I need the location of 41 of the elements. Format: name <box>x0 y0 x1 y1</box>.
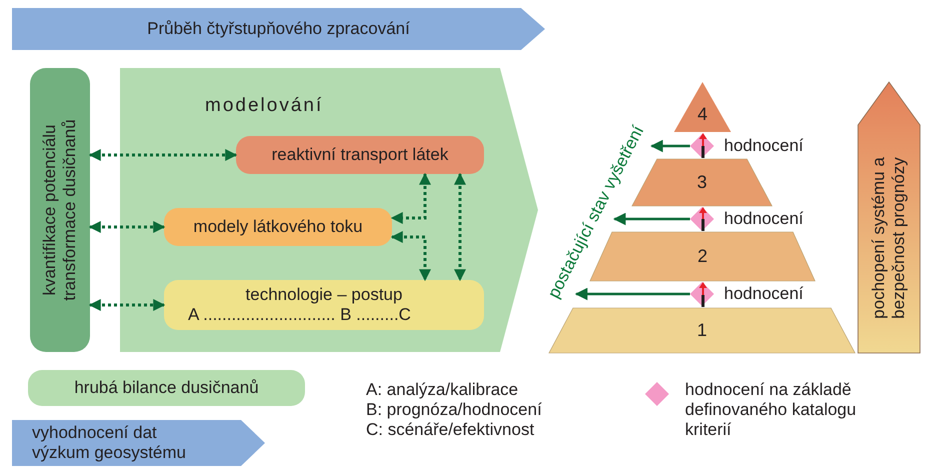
legend-text: hodnocení na základě definovaného katalogu kriterií <box>685 380 858 440</box>
box-text: Průběh čtyřstupňového zpracování <box>147 18 410 40</box>
arrow <box>574 288 690 300</box>
box-text: A ............................ B .........C <box>188 305 412 325</box>
vertical-box <box>30 68 90 352</box>
process-arrow-band <box>12 8 545 50</box>
level-number: 1 <box>696 319 707 342</box>
rotated-label: kvantifikace potenciálu transformace dusičnanů <box>40 119 79 301</box>
box-text: modely látkového toku <box>193 216 363 238</box>
evaluation-label: hodnocení <box>724 284 804 304</box>
box-text: reaktivní transport látek <box>272 144 448 166</box>
arrow <box>613 212 690 226</box>
legend-note: A: analýza/kalibrace <box>366 380 520 400</box>
dotted-connector <box>390 231 431 282</box>
panel-title: modelování <box>205 94 324 118</box>
legend-note: B: prognóza/hodnocení <box>366 400 542 420</box>
rounded-box <box>164 208 392 246</box>
legend-note: C: scénáře/efektivnost <box>366 420 536 440</box>
dotted-connector <box>390 172 431 224</box>
pyramid-level <box>674 82 731 132</box>
level-number: 2 <box>697 245 708 268</box>
pentagon-panel <box>120 68 538 352</box>
upward-arrow-band <box>858 82 920 353</box>
dotted-connector <box>454 172 466 282</box>
band-text: vyhodnocení dat výzkum geosystému <box>32 423 187 463</box>
dotted-connector <box>88 299 166 311</box>
rounded-box <box>28 370 305 406</box>
evaluation-label: hodnocení <box>724 209 804 229</box>
pyramid-level <box>549 308 855 353</box>
level-number: 4 <box>697 103 708 126</box>
arrow-band <box>12 420 265 466</box>
box-text: hrubá bilance dusičnanů <box>74 377 259 400</box>
rotated-label: pochopení systému a bezpečnost prognózy <box>869 156 908 318</box>
dotted-connector <box>88 221 166 233</box>
level-number: 3 <box>696 171 707 194</box>
rounded-box <box>164 280 484 330</box>
dotted-connector <box>88 149 238 161</box>
rounded-box <box>236 136 484 174</box>
box-text: technologie – postup <box>246 285 402 305</box>
arrow <box>650 140 690 152</box>
evaluation-label: hodnocení <box>724 136 804 156</box>
